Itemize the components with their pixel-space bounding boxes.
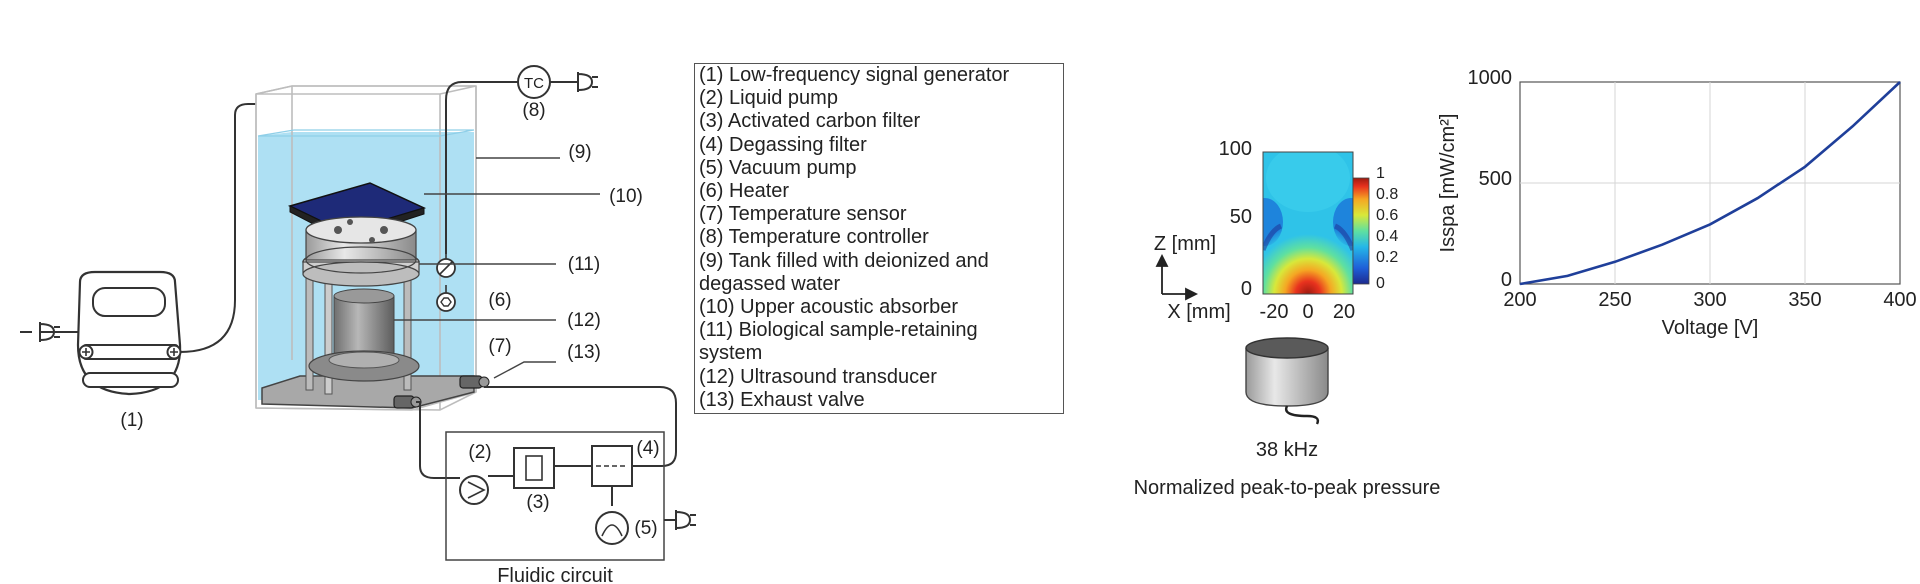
- sample-retaining-system: [302, 216, 420, 395]
- callout-4: (4): [636, 438, 659, 459]
- pressure-map-z-label: Z [mm]: [1154, 233, 1216, 255]
- fluidic-circuit: Fluidic circuit: [445, 431, 696, 584]
- colorbar: 1 0.8 0.6 0.4 0.2 0: [1352, 165, 1398, 292]
- z-tick-100: 100: [1219, 138, 1252, 160]
- callout-8: (8): [522, 100, 545, 121]
- x-axis-label: Voltage [V]: [1662, 317, 1759, 339]
- pressure-map-x-label: X [mm]: [1167, 301, 1230, 323]
- fluidic-circuit-label: Fluidic circuit: [497, 565, 613, 584]
- callout-3: (3): [526, 492, 549, 513]
- colorbar-tick-1: 1: [1376, 165, 1385, 182]
- callout-11: (11): [568, 254, 600, 275]
- series-line-isspa: [1519, 81, 1901, 286]
- legend-item-1: (1) Low-frequency signal generator: [699, 64, 1010, 86]
- legend-item-3: (3) Activated carbon filter: [699, 110, 921, 133]
- callout-13: (13): [567, 342, 601, 363]
- supply-hose: [416, 401, 460, 479]
- colorbar-tick-0.6: 0.6: [1376, 207, 1398, 224]
- temperature-controller-icon: TC: [517, 65, 598, 99]
- legend-item-4: (4) Degassing filter: [699, 133, 867, 156]
- legend-item-8: (8) Temperature controller: [699, 226, 929, 249]
- x-tick-label: 200: [1503, 289, 1536, 311]
- colorbar-tick-0.8: 0.8: [1376, 186, 1398, 203]
- heater-icon: [436, 285, 456, 312]
- callout-7: (7): [488, 336, 511, 357]
- tick-labels: 200 250 300 350 400 0 500 1000: [1468, 67, 1917, 311]
- ultrasound-transducer: [308, 288, 420, 382]
- callout-leaders: [394, 157, 600, 379]
- frequency-label: 38 kHz: [1256, 439, 1318, 461]
- callout-12: (12): [567, 310, 601, 331]
- legend-item-10: (10) Upper acoustic absorber: [699, 296, 959, 319]
- transducer-cylinder-icon: [1245, 337, 1329, 425]
- colorbar-tick-0: 0: [1376, 275, 1385, 292]
- legend-item-6: (6) Heater: [699, 180, 790, 203]
- legend-item-7: (7) Temperature sensor: [699, 203, 907, 226]
- signal-generator-icon: [76, 270, 182, 396]
- callout-10: (10): [609, 186, 643, 207]
- legend-item-12: (12) Ultrasound transducer: [699, 365, 937, 388]
- callout-1: (1): [120, 410, 143, 431]
- callout-2: (2): [468, 442, 491, 463]
- callout-9: (9): [568, 142, 591, 163]
- apparatus-diagram: TC: [20, 65, 696, 584]
- colorbar-gradient: [1352, 177, 1370, 285]
- callouts: (1) (2) (3) (4) (5) (6) (7) (8) (9) (10)…: [120, 100, 659, 539]
- axis-arrows-icon: [1155, 253, 1199, 301]
- controller-cable: [445, 81, 518, 254]
- callout-6: (6): [488, 290, 511, 311]
- x-tick-0: 0: [1302, 301, 1313, 323]
- y-tick-label: 500: [1479, 168, 1512, 190]
- return-hose: [484, 386, 677, 467]
- legend-item-5: (5) Vacuum pump: [699, 156, 857, 179]
- x-tick-label: 350: [1788, 289, 1821, 311]
- pressure-map-caption: Normalized peak-to-peak pressure: [1134, 477, 1441, 499]
- legend-box: (1) Low-frequency signal generator (2) L…: [694, 63, 1064, 414]
- isspa-voltage-chart: 200 250 300 350 400 0 500 1000 Voltage [V] Issp…: [1437, 67, 1917, 339]
- x-tick-label: 400: [1883, 289, 1916, 311]
- power-plug-icon: [20, 322, 78, 342]
- callout-5: (5): [634, 518, 657, 539]
- z-tick-0: 0: [1241, 278, 1252, 300]
- x-tick-label: 300: [1693, 289, 1726, 311]
- legend-item-11: (11) Biological sample-retaining system: [699, 319, 978, 365]
- x-tick-20: 20: [1333, 301, 1355, 323]
- x-tick-label: 250: [1598, 289, 1631, 311]
- pressure-map-x-ticks: -20 0 20: [1260, 301, 1356, 323]
- colorbar-tick-0.4: 0.4: [1376, 228, 1398, 245]
- x-tick-minus20: -20: [1260, 301, 1289, 323]
- y-tick-label: 1000: [1468, 67, 1513, 89]
- legend-item-9: (9) Tank filled with deionized and degas…: [699, 249, 989, 295]
- y-tick-label: 0: [1501, 269, 1512, 291]
- exhaust-valve-icon: [459, 375, 490, 389]
- colorbar-tick-0.2: 0.2: [1376, 249, 1398, 266]
- z-tick-50: 50: [1230, 206, 1252, 228]
- tc-label: TC: [524, 75, 544, 92]
- pressure-map-z-ticks: 100 50 0: [1219, 138, 1252, 300]
- gridlines: [1520, 82, 1900, 284]
- pressure-heatmap: [1263, 152, 1353, 294]
- legend-item-2: (2) Liquid pump: [699, 87, 838, 110]
- legend-item-13: (13) Exhaust valve: [699, 388, 865, 411]
- pressure-map-panel: 100 50 0 Z [mm] X [mm] -20 0 20 1 0.8 0.…: [1134, 138, 1441, 499]
- y-axis-label: Isspa [mW/cm²]: [1437, 114, 1459, 253]
